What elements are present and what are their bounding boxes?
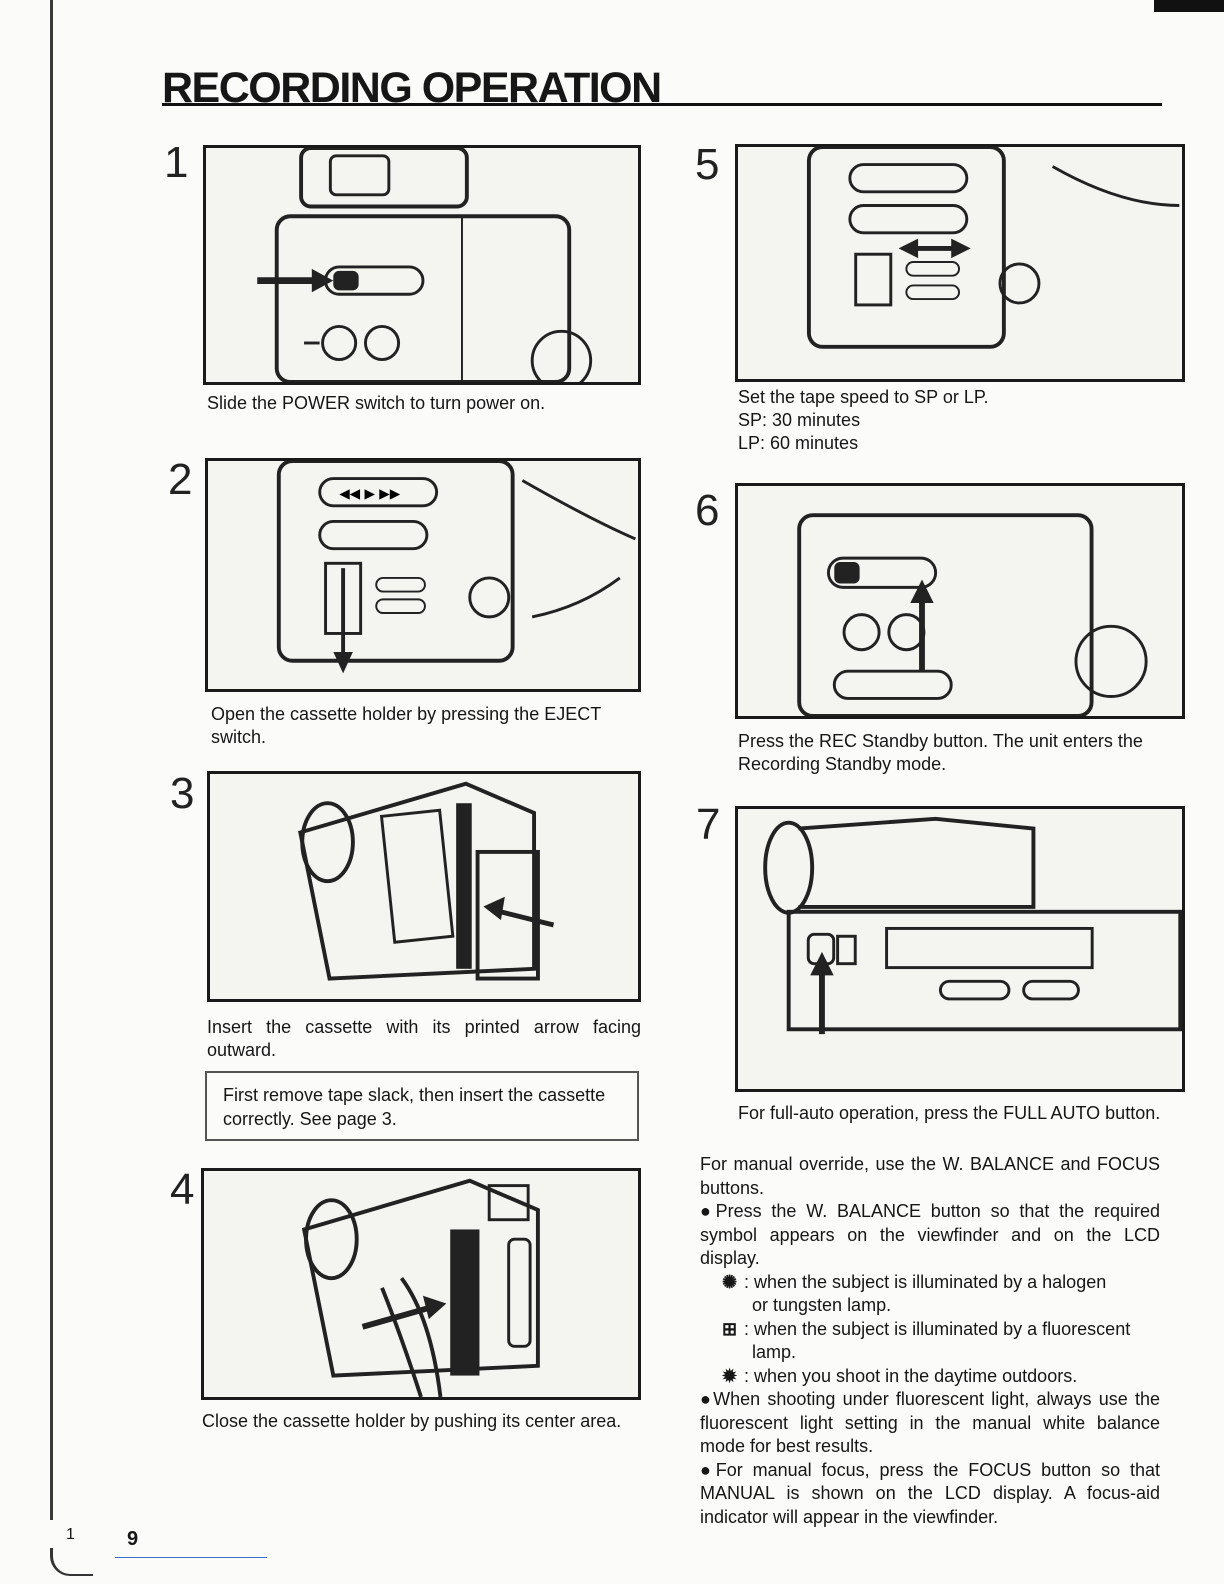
wb-symbol-halogen-text: : when the subject is illuminated by a h… <box>744 1271 1107 1292</box>
gutter-mark <box>50 1548 93 1576</box>
wb-bullet: ●Press the W. BALANCE button so that the… <box>700 1201 1160 1268</box>
wb-symbol-fluorescent-text: : when the subject is illuminated by a f… <box>744 1318 1131 1339</box>
halogen-lamp-icon: ✺ <box>722 1271 738 1292</box>
step-6-illustration <box>735 483 1185 719</box>
wb-symbol-halogen: ✺ : when the subject is illuminated by a … <box>700 1271 1160 1295</box>
page-binding-edge <box>50 0 53 1520</box>
page-number: 9 <box>127 1528 139 1550</box>
step-number-6: 6 <box>695 486 720 535</box>
corner-mark <box>1154 0 1224 12</box>
step-1-caption: Slide the POWER switch to turn power on. <box>207 393 546 413</box>
step-5-caption: Set the tape speed to SP or LP. SP: 30 m… <box>738 386 1158 455</box>
wb-symbol-fluorescent-cont: lamp. <box>752 1342 797 1362</box>
manual-instructions: For manual override, use the W. BALANCE … <box>700 1153 1160 1529</box>
step-6-caption: Press the REC Standby button. The unit e… <box>738 731 1143 774</box>
title-rule <box>162 103 1162 106</box>
step-number-5: 5 <box>695 140 720 189</box>
step-4-caption: Close the cassette holder by pushing its… <box>202 1411 622 1431</box>
step-3-illustration <box>207 771 641 1002</box>
step-7-illustration <box>735 806 1185 1092</box>
fluorescent-bullet: ●When shooting under fluorescent light, … <box>700 1389 1160 1456</box>
wb-symbol-fluorescent: ⊞ : when the subject is illuminated by a … <box>700 1318 1160 1342</box>
margin-number: 1 <box>66 1526 75 1543</box>
focus-bullet: ●For manual focus, press the FOCUS butto… <box>700 1459 1160 1527</box>
step-3-caption: Insert the cassette with its printed arr… <box>207 1017 641 1060</box>
step-5-illustration <box>735 144 1185 382</box>
manual-intro: For manual override, use the W. BALANCE … <box>700 1154 1160 1198</box>
step-5-lp-line: LP: 60 minutes <box>738 433 859 453</box>
svg-text:◀◀ ▶ ▶▶: ◀◀ ▶ ▶▶ <box>339 486 401 502</box>
wb-symbol-daylight: ✹ : when you shoot in the daytime outdoor… <box>700 1365 1160 1389</box>
step-5-sp-line: SP: 30 minutes <box>738 410 861 430</box>
step-4-illustration <box>201 1168 641 1400</box>
step-number-7: 7 <box>696 800 721 849</box>
footer-line <box>115 1557 267 1558</box>
step-5-caption-text: Set the tape speed to SP or LP. <box>738 387 989 407</box>
step-number-3: 3 <box>170 769 195 818</box>
step-number-4: 4 <box>170 1165 195 1214</box>
wb-symbol-daylight-text: : when you shoot in the daytime outdoors… <box>744 1365 1078 1386</box>
step-2-caption: Open the cassette holder by pressing the… <box>211 704 601 747</box>
note-box: First remove tape slack, then insert the… <box>205 1071 639 1141</box>
note-text: First remove tape slack, then insert the… <box>223 1085 606 1129</box>
step-2-illustration: ◀◀ ▶ ▶▶ <box>205 458 641 692</box>
wb-symbol-halogen-cont: or tungsten lamp. <box>752 1295 892 1315</box>
sun-icon: ✹ <box>722 1365 738 1386</box>
step-7-caption: For full-auto operation, press the FULL … <box>738 1103 1161 1123</box>
step-number-2: 2 <box>168 455 193 504</box>
fluorescent-lamp-icon: ⊞ <box>722 1318 738 1339</box>
step-number-1: 1 <box>164 138 189 187</box>
step-1-illustration <box>203 145 641 385</box>
